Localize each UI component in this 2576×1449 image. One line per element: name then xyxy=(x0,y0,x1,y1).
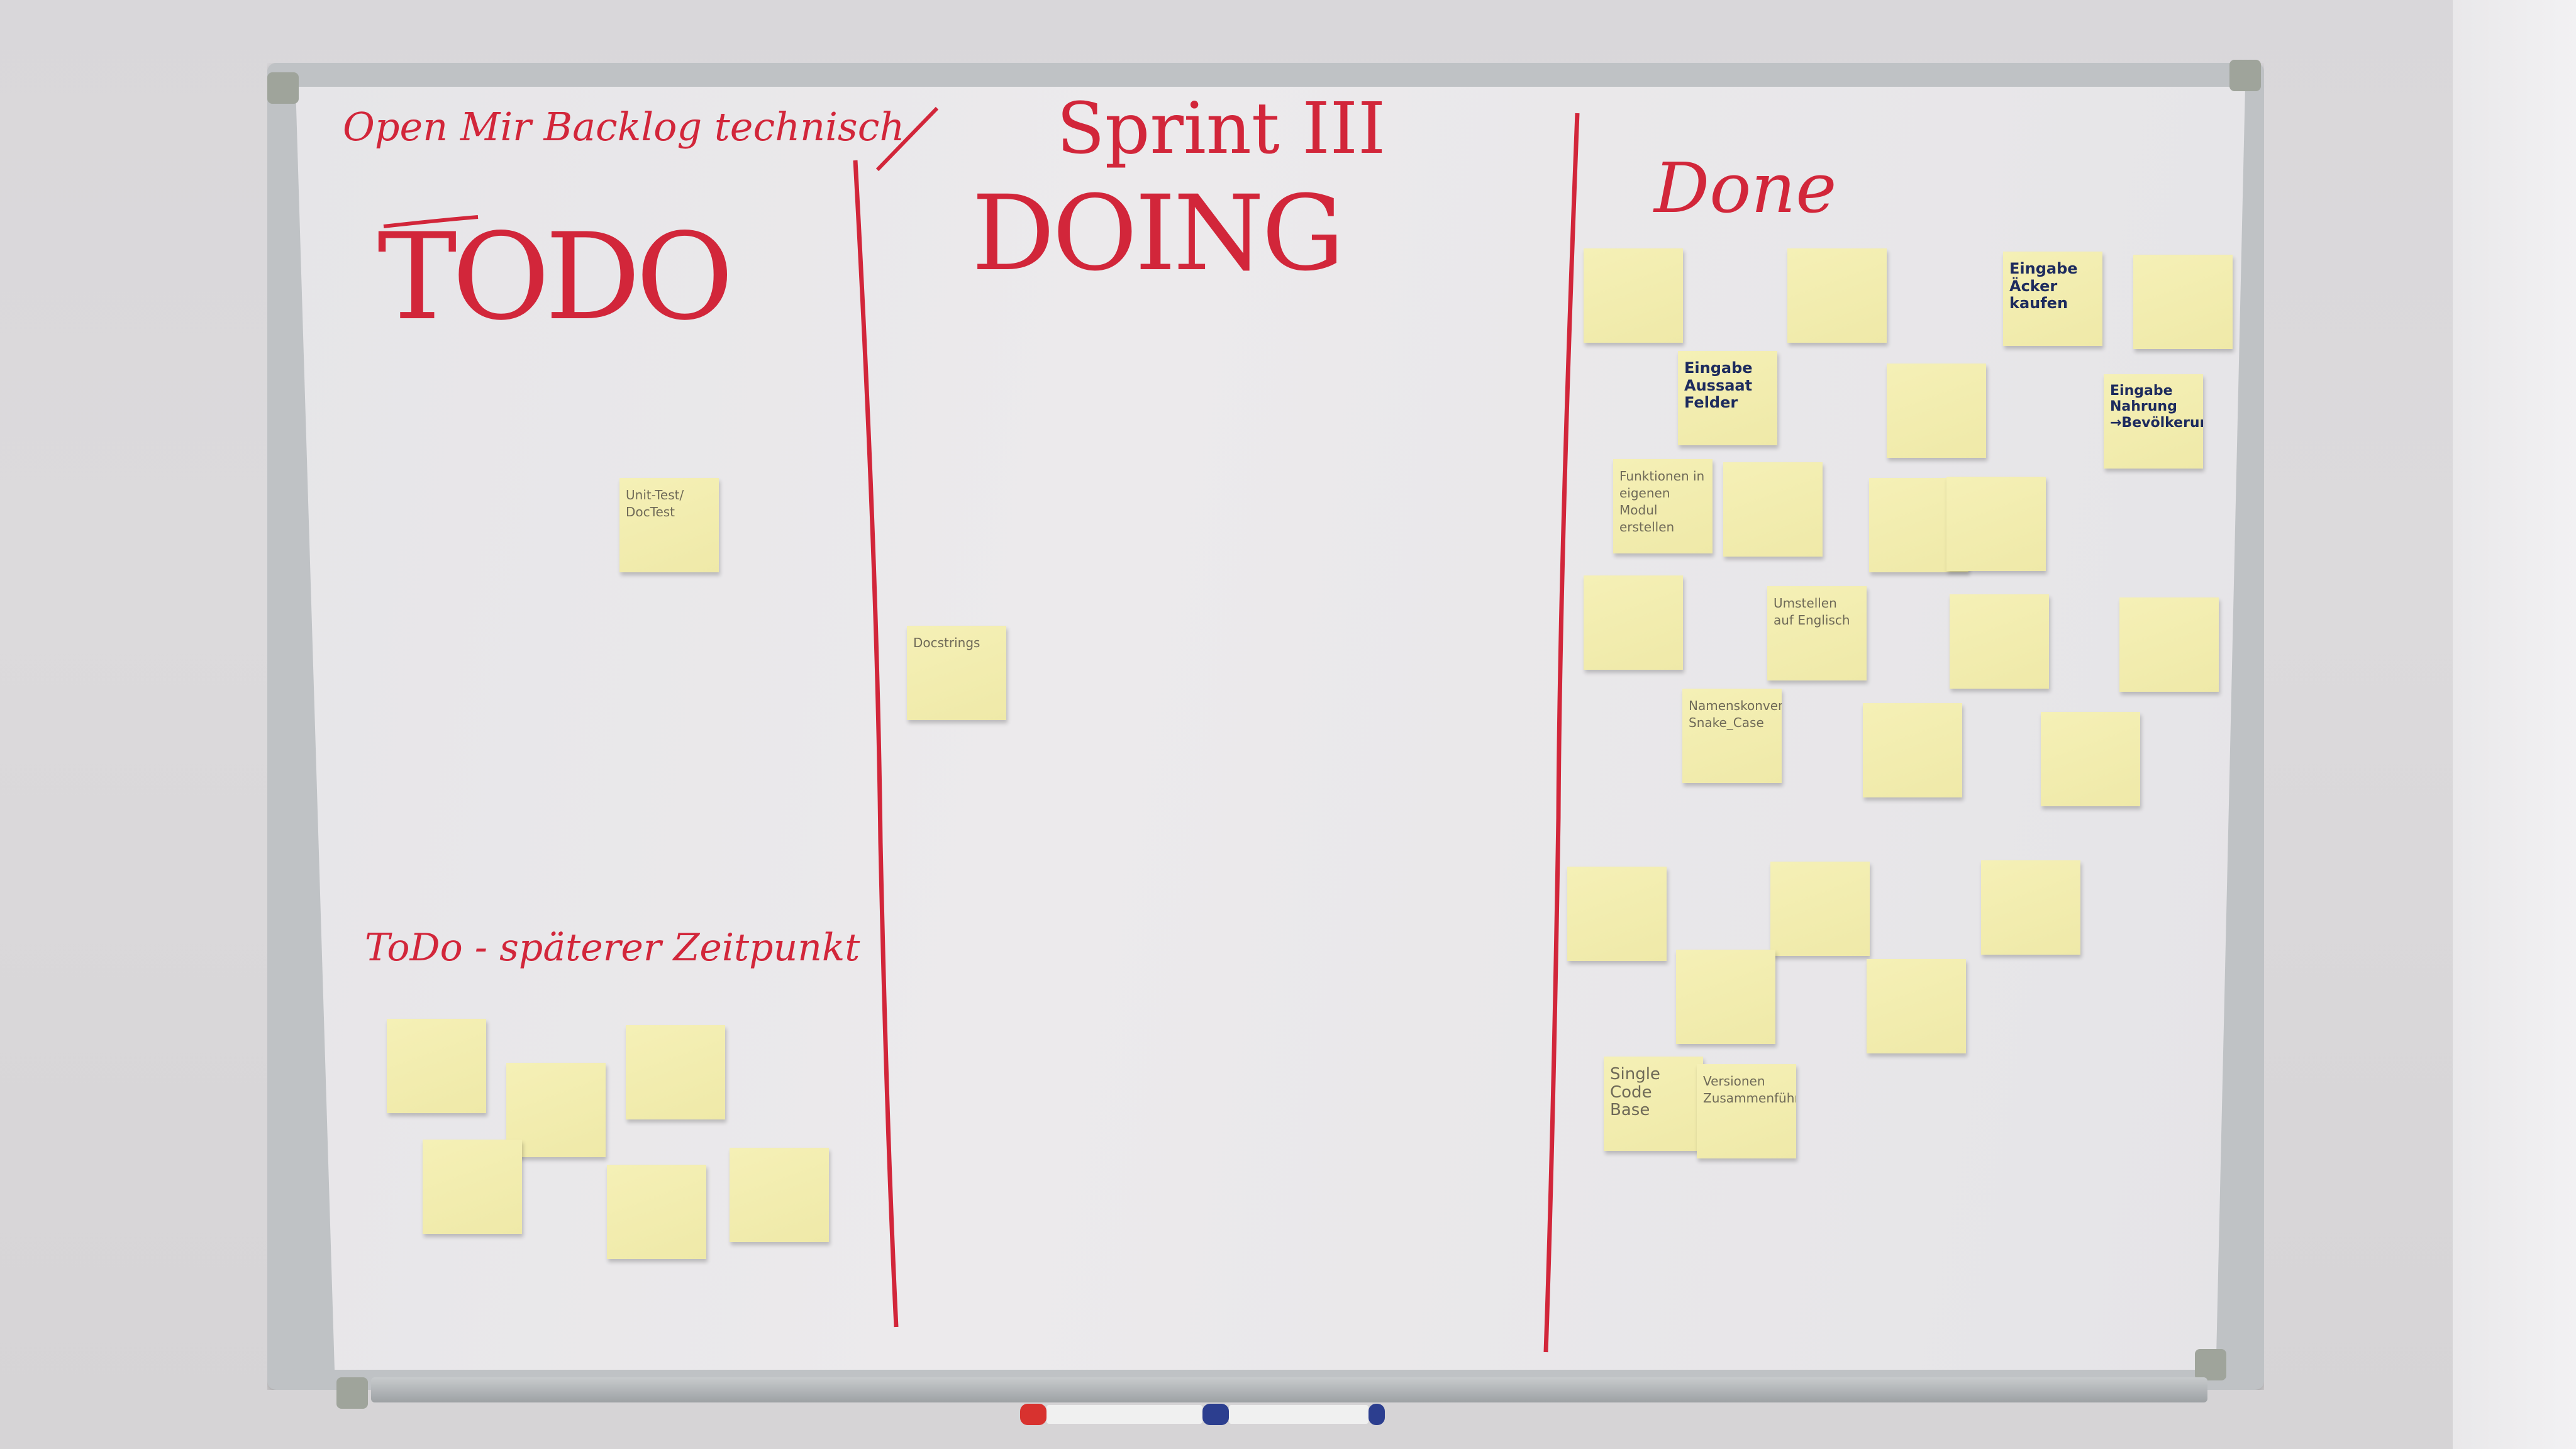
marker-tray xyxy=(371,1377,2207,1402)
frame-corner-top-left xyxy=(267,72,299,104)
sticky-note[interactable] xyxy=(1567,867,1667,961)
sticky-note[interactable] xyxy=(2041,712,2140,806)
blue-marker[interactable] xyxy=(1202,1404,1385,1425)
sticky-note[interactable] xyxy=(1981,860,2080,955)
divider-line-right xyxy=(1543,113,1580,1353)
frame-corner-bottom-right xyxy=(2195,1349,2226,1380)
sticky-note-funktionen[interactable]: Funktionen in eigenen Modul erstellen xyxy=(1613,459,1713,553)
sticky-note-eingabe-nahrung[interactable]: Eingabe Nahrung →Bevölkerung xyxy=(2104,374,2203,469)
sticky-note-unittest[interactable]: Unit-Test/ DocTest xyxy=(619,478,719,572)
heading-divider-stroke xyxy=(875,106,939,172)
sticky-note[interactable] xyxy=(607,1165,706,1259)
sticky-note-eingabe-acker[interactable]: Eingabe Äcker kaufen xyxy=(2003,252,2102,346)
sticky-note[interactable] xyxy=(1887,364,1986,458)
sticky-note-umstellen[interactable]: Umstellen auf Englisch xyxy=(1767,586,1867,680)
sticky-note[interactable] xyxy=(423,1140,522,1234)
divider-line-left xyxy=(853,160,899,1328)
sticky-note[interactable] xyxy=(1863,703,1962,797)
sticky-note[interactable] xyxy=(1950,594,2049,689)
heading-todo-later: ToDo - späterer Zeitpunkt xyxy=(365,926,860,970)
sticky-note[interactable] xyxy=(2119,597,2219,692)
sticky-note[interactable] xyxy=(1787,248,1887,343)
heading-done: Done xyxy=(1654,148,1837,228)
sticky-note[interactable] xyxy=(730,1148,829,1242)
sticky-note-docstrings[interactable]: Docstrings xyxy=(907,626,1006,720)
wall-corner xyxy=(2453,0,2576,1449)
sticky-note[interactable] xyxy=(2133,255,2233,349)
frame-corner-top-right xyxy=(2229,60,2261,91)
heading-backlog: Open Mir Backlog technisch xyxy=(343,104,905,150)
heading-todo: TODO xyxy=(377,208,734,347)
heading-sprint: Sprint III xyxy=(1057,88,1386,170)
sticky-note[interactable] xyxy=(1946,477,2046,571)
sticky-note[interactable] xyxy=(1584,248,1683,343)
sticky-note[interactable] xyxy=(506,1063,606,1157)
sticky-note[interactable] xyxy=(1867,959,1966,1053)
sticky-note[interactable] xyxy=(1770,862,1870,956)
sticky-note-single-code-base[interactable]: Single Code Base xyxy=(1604,1057,1703,1151)
sticky-note-eingabe-aussaat[interactable]: Eingabe Aussaat Felder xyxy=(1678,351,1777,445)
sticky-note[interactable] xyxy=(1676,950,1775,1044)
red-marker[interactable] xyxy=(1020,1404,1202,1425)
sticky-note[interactable] xyxy=(1584,575,1683,670)
sticky-note[interactable] xyxy=(626,1025,725,1119)
sticky-note[interactable] xyxy=(387,1019,486,1113)
sticky-note[interactable] xyxy=(1723,462,1823,557)
frame-corner-bottom-left xyxy=(336,1377,368,1409)
heading-doing: DOING xyxy=(972,173,1345,294)
todo-underline xyxy=(383,215,479,228)
sticky-note-namenskonvention[interactable]: Namenskonvention Snake_Case xyxy=(1682,689,1782,783)
sticky-note-versionen[interactable]: Versionen Zusammenführen xyxy=(1697,1064,1796,1158)
